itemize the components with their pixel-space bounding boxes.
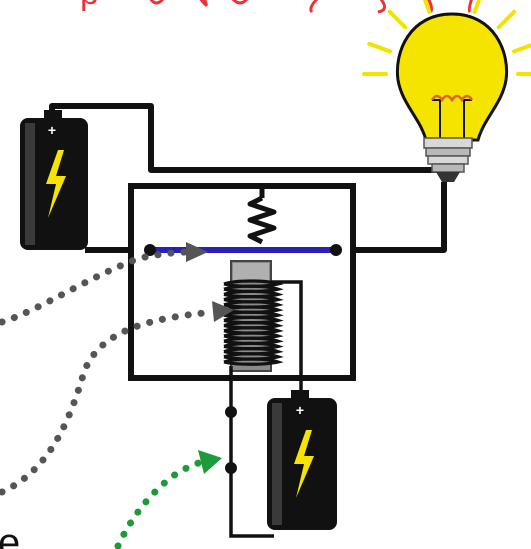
- electromagnet-coil-icon: [223, 260, 303, 538]
- lightning-bolt-icon: [46, 150, 66, 218]
- battery-icon: +: [20, 110, 88, 250]
- arrow-pointer-icon: [0, 301, 234, 496]
- arrow-pointer-icon: [114, 450, 222, 549]
- svg-text:+: +: [48, 122, 56, 138]
- arrow-pointer-icon: [0, 242, 208, 326]
- svg-text:+: +: [296, 402, 304, 418]
- armature-bar: [144, 244, 342, 256]
- svg-text:p: p: [80, 0, 99, 12]
- light-bulb-icon: [362, 0, 531, 182]
- spring-icon: [247, 186, 277, 245]
- lightning-bolt-icon: [294, 430, 314, 498]
- edge-letter: e: [0, 521, 20, 549]
- battery-icon: +: [267, 390, 337, 530]
- title-fragment: p: [80, 0, 473, 14]
